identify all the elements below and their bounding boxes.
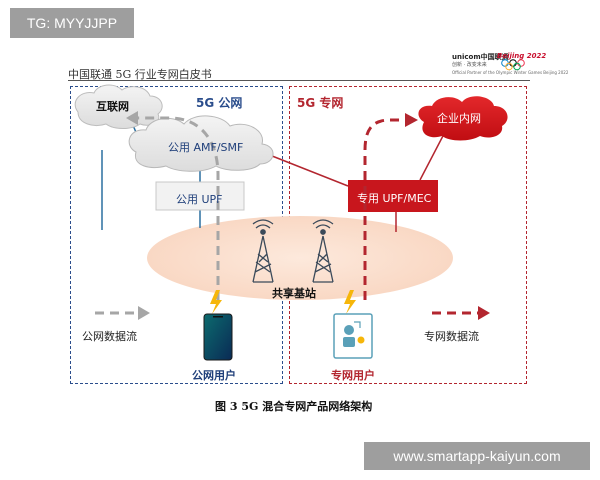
public-upf-label: 公用 UPF: [176, 193, 223, 206]
shared-base-station-label: 共享基站: [272, 287, 316, 300]
unicom-logo: unicom中国联通: [452, 53, 509, 61]
public-upf-box: [155, 181, 245, 211]
logo-fine-print: Official Partner of the Olympic Winter G…: [452, 70, 569, 75]
lightning-icon-private: [344, 290, 356, 314]
shared-base-station-area: [147, 216, 453, 300]
public-flow-arrowhead: [126, 111, 138, 125]
private-network-title: 5G 专网: [297, 96, 344, 110]
document-header-title: 中国联通 5G 行业专网白皮书: [68, 68, 212, 81]
logo-tagline: 创新 · 改变未来: [452, 62, 487, 68]
base-station-tower-left: [252, 219, 274, 283]
link-private-upf-intranet: [419, 131, 446, 181]
enterprise-intranet-label: 企业内网: [437, 112, 481, 125]
figure-caption: 图 3 5G 混合专网产品网络架构: [215, 400, 373, 413]
private-flow-arrowhead: [405, 113, 418, 127]
link-amf-private-upf: [261, 151, 349, 187]
private-upf-mec-label: 专用 UPF/MEC: [357, 192, 432, 205]
public-user-phone-icon: [203, 313, 233, 361]
private-data-flow-path: [363, 118, 405, 300]
internet-label: 互联网: [96, 100, 129, 113]
header-divider: [68, 80, 530, 81]
public-data-flow-path: [132, 116, 220, 300]
legend-public-flow-arrowhead: [138, 306, 150, 320]
private-upf-mec-box: [348, 180, 438, 212]
internet-cloud: [74, 84, 163, 129]
base-station-tower-right: [312, 219, 334, 283]
olympic-rings-icon: [501, 59, 525, 71]
legend-private-flow-arrowhead: [478, 306, 490, 320]
public-network-title: 5G 公网: [196, 96, 243, 110]
private-user-label: 专网用户: [331, 369, 375, 382]
watermark-top: TG: MYYJJPP: [10, 8, 134, 38]
enterprise-intranet-cloud: [418, 96, 508, 141]
private-user-device-icon: [333, 313, 373, 359]
amf-smf-label: 公用 AMF/SMF: [168, 141, 244, 154]
amf-smf-cloud: [128, 115, 274, 172]
beijing-2022-logo: Beijing 2022: [497, 52, 547, 60]
lightning-icon-public: [210, 290, 222, 314]
watermark-bottom: www.smartapp-kaiyun.com: [364, 442, 590, 470]
public-flow-legend-label: 公网数据流: [82, 330, 137, 343]
public-user-label: 公网用户: [192, 369, 236, 382]
private-flow-legend-label: 专网数据流: [424, 330, 479, 343]
